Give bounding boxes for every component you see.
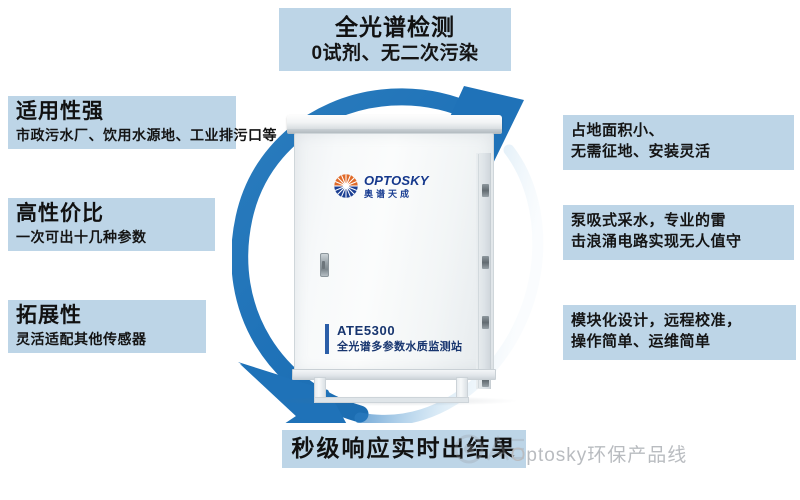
highlight-top-title: 全光谱检测 <box>335 14 455 40</box>
highlight-right-2: 泵吸式采水，专业的雷 击浪涌电路实现无人值守 <box>563 205 794 260</box>
highlight-right-1-line1: 占地面积小、 <box>571 122 665 139</box>
highlight-left-2-title: 高性价比 <box>16 202 104 225</box>
highlight-right-3: 模块化设计，远程校准， 操作简单、运维简单 <box>563 305 796 360</box>
highlight-top: 全光谱检测 0试剂、无二次污染 <box>279 8 511 72</box>
highlight-left-2: 高性价比 一次可出十几种参数 <box>8 198 215 251</box>
highlight-left-1-subtitle: 市政污水厂、饮用水源地、工业排污口等 <box>16 126 277 143</box>
cabinet-lid <box>287 115 502 131</box>
highlight-right-2-line1: 泵吸式采水，专业的雷 <box>571 212 727 229</box>
cabinet-base-frame <box>292 369 496 380</box>
cabinet-door-seam <box>478 154 479 388</box>
cabinet-hinge <box>482 256 489 269</box>
brand-text: OPTOSKY 奥谱天成 <box>364 174 455 199</box>
cabinet-lid-lip <box>287 129 502 134</box>
highlight-left-2-subtitle: 一次可出十几种参数 <box>16 228 147 245</box>
cabinet-right-panel <box>476 153 491 389</box>
highlight-right-3-line1: 模块化设计，远程校准， <box>571 312 742 329</box>
watermark-logo-icon <box>454 434 524 464</box>
cabinet-hinge <box>482 316 489 329</box>
model-name: 全光谱多参数水质监测站 <box>337 340 463 353</box>
cabinet-model-plate: ATE5300 全光谱多参数水质监测站 <box>325 323 463 354</box>
highlight-bottom-title: 秒级响应实时出结果 <box>291 435 517 461</box>
brand-latin: OPTOSKY <box>364 172 429 188</box>
highlight-left-3-title: 拓展性 <box>16 304 82 327</box>
model-code: ATE5300 <box>337 323 396 338</box>
cabinet-hinge <box>482 184 489 197</box>
highlight-right-3-line2: 操作简单、运维简单 <box>571 333 711 351</box>
highlight-left-3: 拓展性 灵活适配其他传感器 <box>8 300 206 353</box>
watermark-text: · Optosky环保产品线 <box>497 445 688 466</box>
highlight-left-3-subtitle: 灵活适配其他传感器 <box>16 330 147 347</box>
highlight-left-1-title: 适用性强 <box>16 100 104 123</box>
highlight-right-1-line2: 无需征地、安装灵活 <box>571 143 711 161</box>
highlight-right-1: 占地面积小、 无需征地、安装灵活 <box>563 115 794 170</box>
cabinet-door-lock <box>320 253 329 277</box>
water-quality-monitor-cabinet: OPTOSKY 奥谱天成 ATE5300 全光谱多参数水质监测站 <box>287 115 502 403</box>
cabinet-brand-logo: OPTOSKY 奥谱天成 <box>333 170 455 202</box>
highlight-right-2-line2: 击浪涌电路实现无人值守 <box>571 233 742 251</box>
highlight-top-subtitle: 0试剂、无二次污染 <box>311 43 479 65</box>
cabinet-door-body: OPTOSKY 奥谱天成 ATE5300 全光谱多参数水质监测站 <box>294 133 494 389</box>
cabinet-leg-rail <box>314 397 469 403</box>
sunburst-logo-icon <box>334 174 358 198</box>
brand-chinese: 奥谱天成 <box>364 188 413 199</box>
highlight-bottom: 秒级响应实时出结果 <box>282 430 526 469</box>
cabinet-hinge <box>482 374 489 387</box>
highlight-left-1: 适用性强 市政污水厂、饮用水源地、工业排污口等 <box>8 96 277 149</box>
